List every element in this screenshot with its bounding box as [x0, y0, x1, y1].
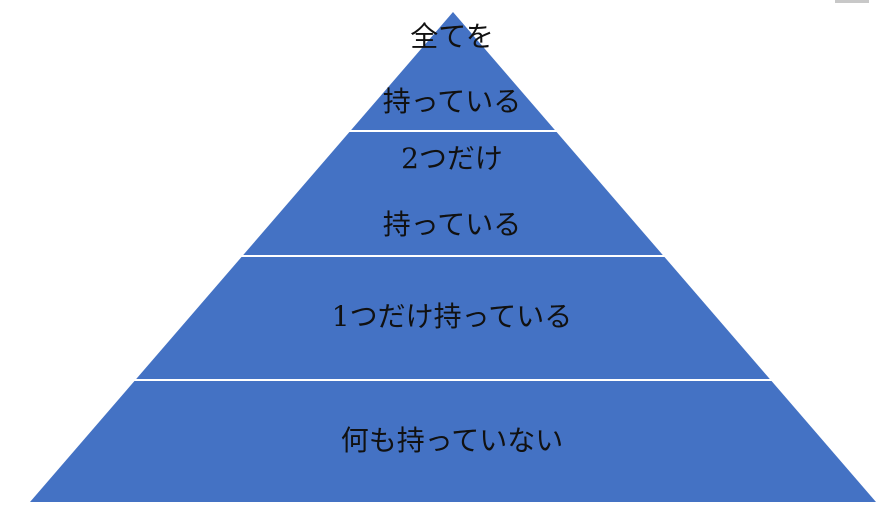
- tier-1-label-line-1: 全てを: [410, 20, 493, 53]
- tier-4-label: 何も持っていない: [341, 424, 564, 457]
- tier-2-label-line-1: 2つだけ: [401, 142, 503, 175]
- tier-3-label: 1つだけ持っている: [332, 300, 572, 333]
- tier-1-label-line-2: 持っている: [383, 85, 522, 118]
- window-corner-mark: [835, 0, 869, 3]
- tier-2-label-line-2: 持っている: [383, 208, 522, 241]
